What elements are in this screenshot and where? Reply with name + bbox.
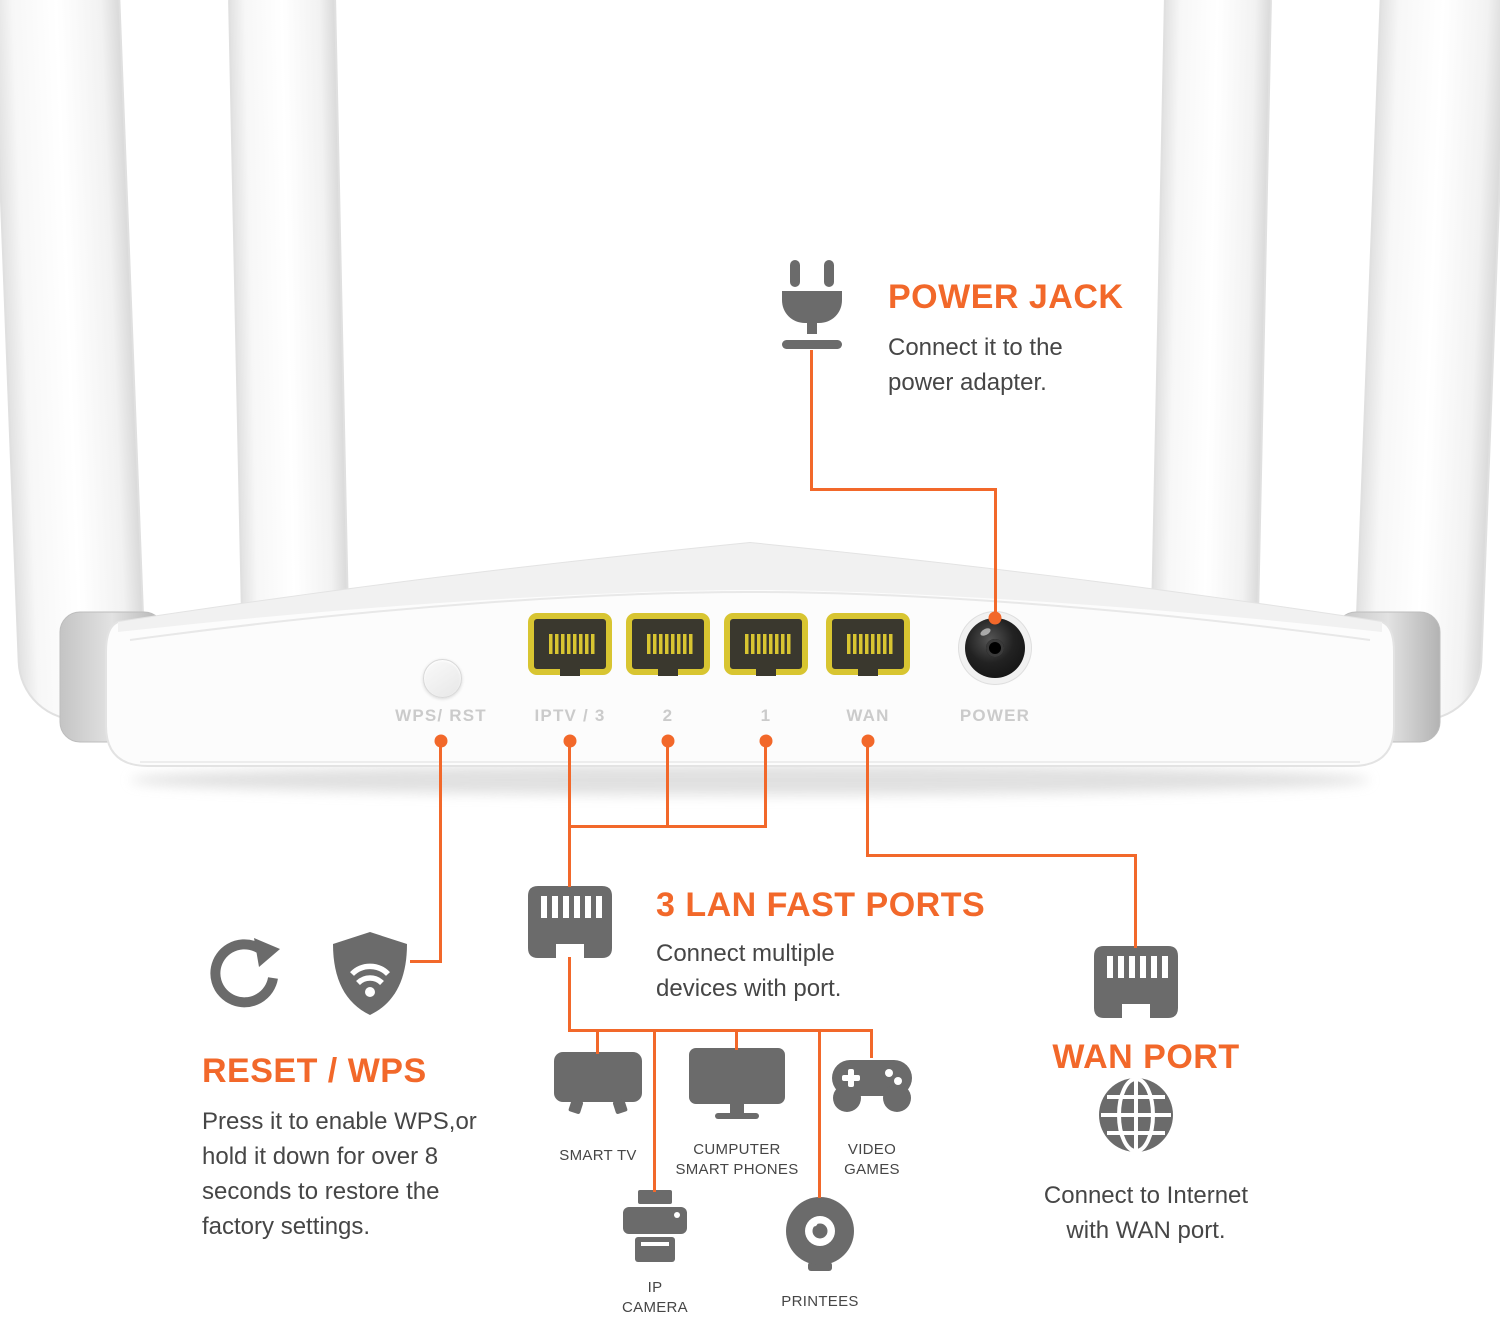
lan-line-v-1 (764, 747, 767, 828)
wps-line-h (410, 960, 442, 963)
lan-port-2 (625, 612, 711, 676)
panel-label-wan: WAN (846, 706, 890, 725)
wan-line-v1 (866, 747, 869, 857)
rj45-jack-icon (826, 613, 910, 676)
panel-label-wps-rst: WPS/ RST (395, 706, 487, 725)
callout-dot-wps (434, 734, 448, 748)
drop-line-computer (735, 1029, 738, 1050)
lan-line-h-join (568, 825, 767, 828)
lan-line-h-distribute (568, 1029, 873, 1032)
router-top-ridge (118, 543, 1382, 632)
rj45-jack-icon (528, 613, 612, 676)
power-jack-title: POWER JACK (888, 278, 1124, 316)
drop-line-printees (818, 1029, 821, 1198)
computer-monitor-icon (689, 1048, 785, 1120)
label-ip-camera: IP CAMERA (622, 1279, 688, 1317)
panel-label-iptv3: IPTV / 3 (534, 706, 606, 725)
callout-dot-iptv3 (563, 734, 577, 748)
lan-ports-desc: Connect multiple devices with port. (656, 940, 842, 1003)
power-line-h (810, 488, 997, 491)
label-video-games: VIDEO GAMES (844, 1141, 900, 1179)
reset-wps-desc: Press it to enable WPS,or hold it down f… (202, 1108, 477, 1241)
label-printees: PRINTEES (781, 1293, 859, 1310)
reset-wps-title: RESET / WPS (202, 1052, 427, 1090)
rj45-jack-icon (626, 613, 710, 676)
globe-icon (1097, 1076, 1175, 1154)
wan-port-jack (825, 612, 911, 676)
lan-line-v-below-icon (568, 957, 571, 1031)
callout-dot-port1 (759, 734, 773, 748)
power-jack-desc: Connect it to the power adapter. (888, 334, 1063, 397)
wan-line-v2 (1134, 854, 1137, 948)
refresh-icon (204, 936, 282, 1014)
power-plug-icon (774, 260, 850, 350)
power-line-v1 (810, 350, 813, 490)
lan-line-v-2 (666, 747, 669, 828)
wan-line-h (866, 854, 1137, 857)
callout-dot-power (988, 611, 1002, 625)
rj45-jack-icon (724, 613, 808, 676)
callout-dot-port2 (661, 734, 675, 748)
label-computer: CUMPUTER SMART PHONES (675, 1141, 799, 1179)
drop-line-tv (596, 1029, 599, 1054)
drop-line-games (870, 1029, 873, 1058)
lan-port-1 (723, 612, 809, 676)
gamepad-icon (830, 1056, 914, 1114)
wan-ethernet-icon (1094, 946, 1178, 1018)
drop-line-ip-camera (653, 1029, 656, 1192)
power-jack-pin (986, 639, 1004, 657)
label-smart-tv: SMART TV (559, 1147, 637, 1164)
lan-ethernet-icon (528, 886, 612, 958)
webcam-icon (784, 1196, 856, 1272)
panel-label-1: 1 (760, 706, 772, 725)
lan-ports-title: 3 LAN FAST PORTS (656, 886, 986, 924)
router-crease-line (129, 590, 1371, 641)
shield-wifi-icon (328, 930, 412, 1016)
lan-port-iptv3 (527, 612, 613, 676)
panel-label-2: 2 (662, 706, 674, 725)
wps-line-v (439, 747, 442, 962)
wan-port-title: WAN PORT (1052, 1038, 1240, 1076)
power-jack-socket (965, 618, 1025, 678)
smart-tv-icon (554, 1052, 642, 1116)
wps-reset-button (423, 659, 462, 698)
printer-icon (623, 1190, 687, 1262)
wan-port-desc: Connect to Internet with WAN port. (1043, 1182, 1249, 1245)
lan-line-v-iptv3 (568, 747, 571, 887)
power-line-v2 (994, 488, 997, 618)
router-shadow (130, 765, 1370, 795)
callout-dot-wan (861, 734, 875, 748)
panel-label-power: POWER (959, 706, 1031, 725)
